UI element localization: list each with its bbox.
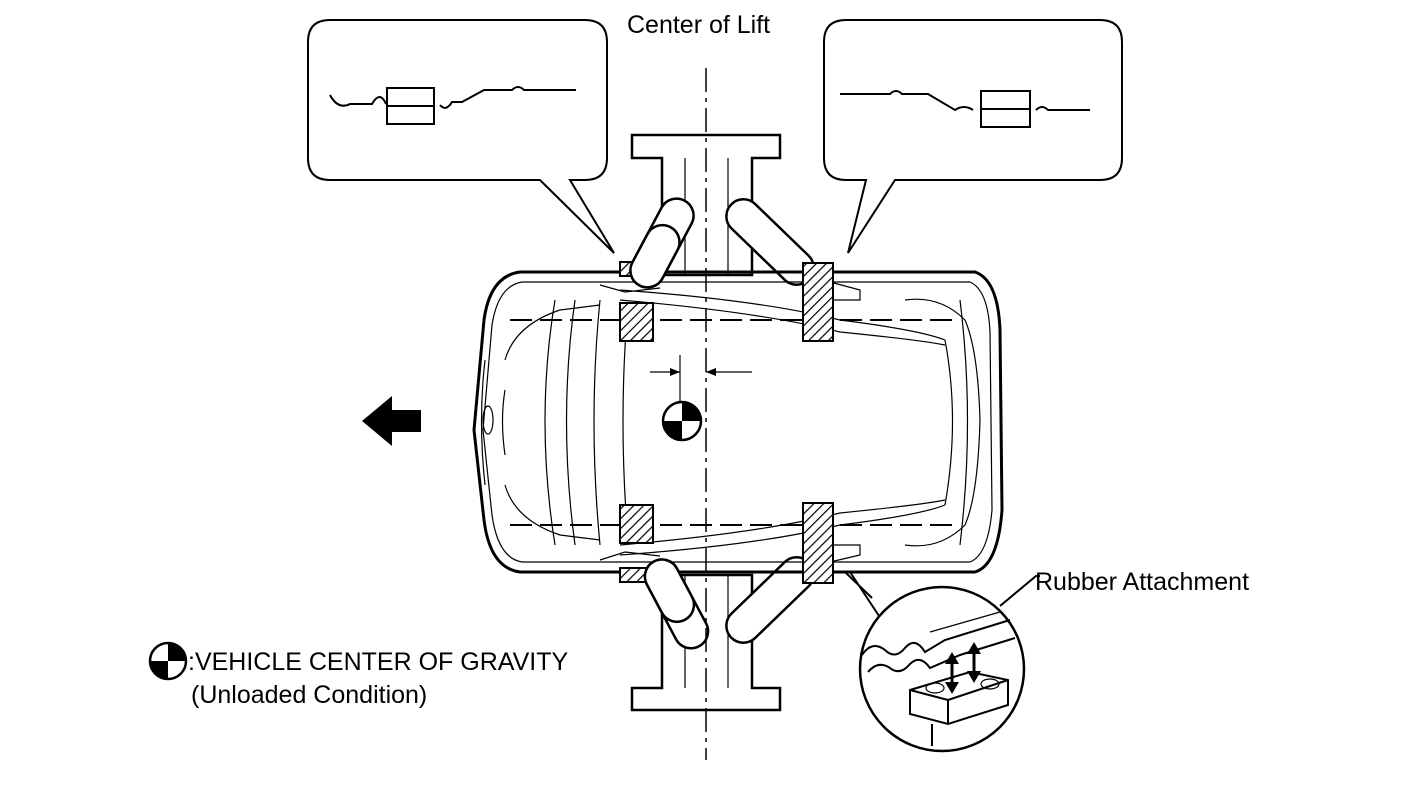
legend-cog-icon — [148, 641, 188, 681]
callout-rear-arm — [823, 19, 1123, 254]
arrow-left-icon — [362, 396, 421, 446]
jack-points — [619, 261, 834, 584]
vehicle-outline — [472, 270, 1004, 574]
callout-front-arm — [307, 19, 615, 254]
center-of-gravity-icon — [661, 400, 703, 442]
rubber-attachment-detail — [844, 571, 1040, 753]
rubber-attachment-label: Rubber Attachment — [1035, 568, 1249, 596]
legend-title: :VEHICLE CENTER OF GRAVITY — [188, 648, 568, 676]
lift-arm-pads — [629, 223, 696, 624]
offset-dimension — [650, 355, 752, 415]
center-of-lift-label: Center of Lift — [627, 11, 770, 39]
legend: :VEHICLE CENTER OF GRAVITY (Unloaded Con… — [148, 641, 568, 709]
legend-subtitle: (Unloaded Condition) — [191, 681, 427, 709]
